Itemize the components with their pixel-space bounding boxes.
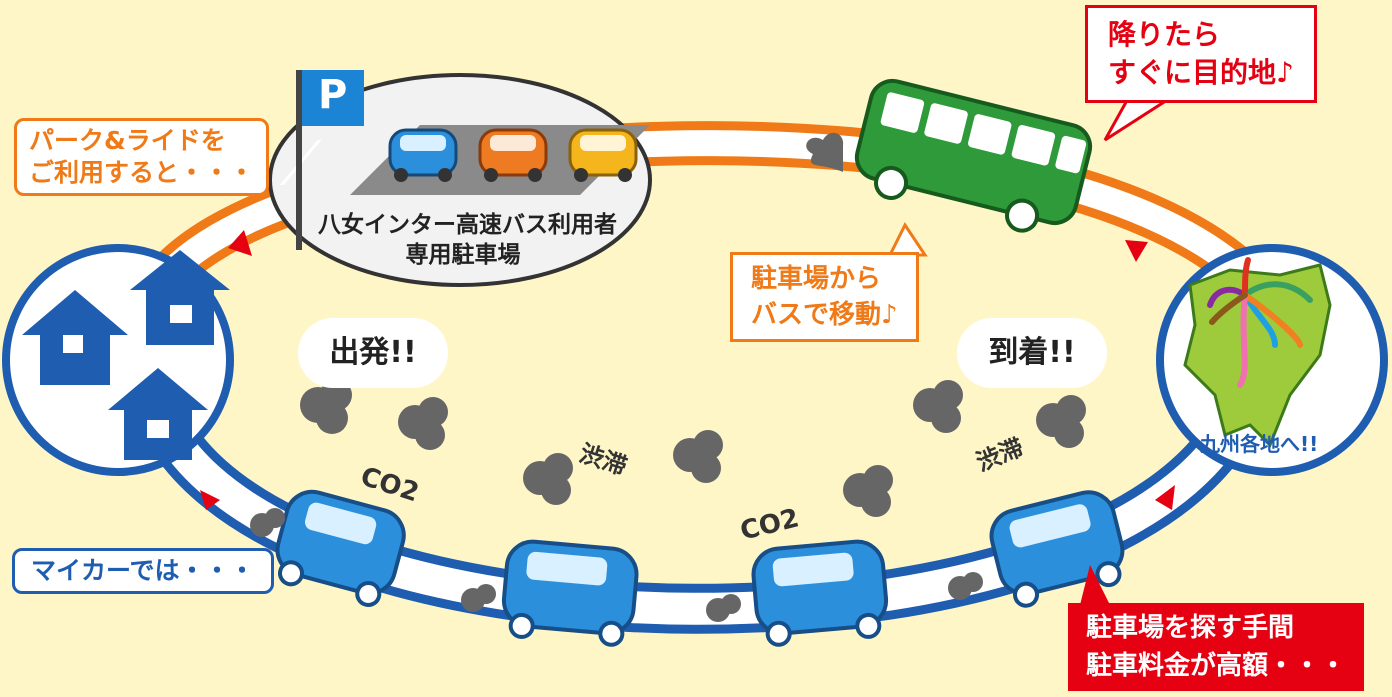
smoke-cloud-icon [461,584,496,612]
car-icon [568,128,638,182]
parking-sign-icon [296,70,364,250]
smoke-cloud-icon [806,132,844,172]
parking-lot-line-2: 専用駐車場 [405,242,521,268]
smoke-cloud-icon [948,572,983,600]
car-icon [751,539,889,647]
arrow-icon [200,490,220,510]
parking-lot-line-1: 八女インター高速バス利用者 [318,212,617,238]
arrow-icon [1155,485,1175,510]
bus-callout-line-1: 降りたら [1108,18,1221,51]
bus-callout-line-2: すぐに目的地♪ [1108,56,1294,89]
smoke-cloud-icon [523,453,573,505]
bus-icon [854,78,1093,233]
move-callout-tail [887,222,928,257]
smoke-cloud-icon [673,430,723,483]
smoke-cloud-icon [250,508,285,537]
orange-route [130,121,1266,312]
parking-lot-caption: 八女インター高速バス利用者 専用駐車場 [318,210,617,270]
smoke-clouds [250,379,1086,622]
car-icon [478,128,548,182]
smoke-cloud-icon [843,465,893,517]
drawbacks-callout: 駐車場を探す手間 駐車料金が高額・・・ [1068,603,1365,691]
destination-circle [1156,244,1388,476]
smoke-cloud-icon [913,380,963,433]
smoke-cloud-icon [398,397,448,450]
parking-lot [268,73,652,287]
depart-bubble: 出発!! [298,318,448,388]
park-and-ride-label: パーク&ライドを ご利用すると・・・ [14,118,270,196]
arrive-bubble: 到着!! [957,318,1107,388]
park-and-ride-line-2: ご利用すると・・・ [29,158,255,187]
parking-sign-letter: P [318,72,348,118]
move-by-bus-line-2: バスで移動♪ [751,300,898,330]
house-icon [22,290,128,385]
arrow-icon [1125,240,1148,262]
house-icon [108,368,208,460]
drawbacks-line-2: 駐車料金が高額・・・ [1086,651,1347,681]
arrow-icon [228,230,252,256]
my-car-label: マイカーでは・・・ [12,548,274,594]
house-icon [130,250,230,345]
car-icon [275,489,406,607]
move-by-bus-callout: 駐車場から バスで移動♪ [730,252,919,342]
park-and-ride-line-1: パーク&ライドを [29,126,226,155]
destination-label: 九州各地へ!! [1200,432,1319,456]
car-icon [388,128,458,182]
home-circle [2,244,234,476]
smoke-cloud-icon [1036,395,1086,448]
drawbacks-line-1: 駐車場を探す手間 [1086,613,1295,643]
move-by-bus-line-1: 駐車場から [751,264,882,294]
bus-callout: 降りたら すぐに目的地♪ [1085,5,1317,103]
car-icon [501,539,639,647]
drawbacks-callout-tail [1080,565,1110,605]
smoke-cloud-icon [706,594,741,622]
